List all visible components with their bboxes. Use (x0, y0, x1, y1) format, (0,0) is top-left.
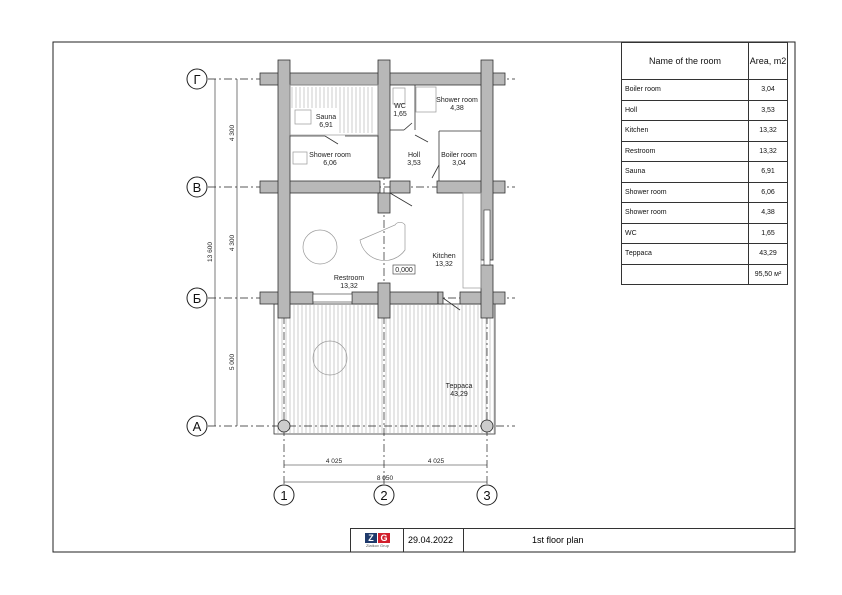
sheet-frame (52, 41, 796, 553)
room-label-restroom: Restroom (334, 275, 365, 282)
room-label-shower-1: Shower room (309, 152, 351, 159)
header-area: Area, m2 (748, 42, 788, 80)
room-name: Shower room (621, 202, 749, 224)
dim-h1: 4 025 (326, 458, 343, 465)
room-name: Holl (621, 99, 749, 121)
room-area-shower-2: 4,38 (450, 105, 464, 112)
table-total-row: 95,50 м² (621, 263, 788, 285)
room-area: 1,65 (748, 222, 788, 244)
total-label (621, 263, 749, 285)
room-area-restroom: 13,32 (340, 283, 358, 290)
room-area-holl: 3,53 (407, 160, 421, 167)
room-area-wc: 1,65 (393, 111, 407, 118)
room-labels: Sauna 6,91 WC 1,65 Shower room 4,38 Show… (309, 97, 478, 398)
room-name: Sauna (621, 161, 749, 183)
dim-v3: 5 000 (229, 353, 236, 370)
table-header: Name of the room Area, m2 (621, 42, 788, 80)
room-label-kitchen: Kitchen (432, 253, 455, 260)
dim-v1: 4 300 (229, 124, 236, 141)
room-area-terrace: 43,29 (450, 391, 468, 398)
axis-label-a: А (193, 419, 202, 434)
room-name: Restroom (621, 140, 749, 162)
axis-label-g: Г (193, 72, 200, 87)
room-area: 13,32 (748, 120, 788, 142)
sheet-date: 29.04.2022 (403, 528, 463, 552)
room-area-shower-1: 6,06 (323, 160, 337, 167)
room-label-boiler: Boiler room (441, 152, 477, 159)
room-name: Террасa (621, 243, 749, 265)
axis-label-b: Б (193, 291, 202, 306)
room-name: WC (621, 222, 749, 244)
log-walls (259, 59, 506, 319)
dimensions: 13 600 4 300 4 300 5 000 4 025 4 025 8 0… (207, 79, 487, 483)
room-name: Boiler room (621, 79, 749, 101)
terrace-deck (273, 303, 496, 435)
logo-subtitle: Zlatkov Grup (366, 542, 389, 548)
room-name: Kitchen (621, 120, 749, 142)
axis-label-v: В (193, 180, 202, 195)
room-label-terrace: Террасa (446, 383, 473, 390)
room-area: 3,53 (748, 99, 788, 121)
room-area-boiler: 3,04 (452, 160, 466, 167)
dim-v2: 4 300 (229, 234, 236, 251)
room-label-holl: Holl (408, 152, 421, 159)
room-label-sauna: Sauna (316, 114, 336, 121)
axis-label-3: 3 (483, 488, 490, 503)
room-area: 43,29 (748, 243, 788, 265)
furniture (289, 84, 482, 376)
room-area: 6,06 (748, 181, 788, 203)
room-label-shower-2: Shower room (436, 97, 478, 104)
room-area: 13,32 (748, 140, 788, 162)
level-mark: 0,000 (395, 267, 413, 274)
title-block-divider (350, 528, 795, 529)
sheet-title: 1st floor plan (463, 528, 795, 552)
axis-label-1: 1 (280, 488, 287, 503)
room-area: 4,38 (748, 202, 788, 224)
dim-h2: 4 025 (428, 458, 445, 465)
axis-label-2: 2 (380, 488, 387, 503)
total-area: 95,50 м² (748, 263, 788, 285)
dim-overall-vertical: 13 600 (207, 242, 214, 262)
company-logo: Z G Zlatkov Grup (350, 528, 404, 552)
room-area: 3,04 (748, 79, 788, 101)
room-label-wc: WC (394, 103, 406, 110)
axis-markers: Г В Б А 1 2 3 (186, 68, 498, 506)
terrace-posts (277, 419, 494, 433)
partitions (290, 85, 481, 311)
dim-overall-horizontal: 8 050 (377, 475, 394, 482)
room-area: 6,91 (748, 161, 788, 183)
room-name: Shower room (621, 181, 749, 203)
room-area-kitchen: 13,32 (435, 261, 453, 268)
room-area-sauna: 6,91 (319, 122, 333, 129)
header-name: Name of the room (621, 42, 749, 80)
